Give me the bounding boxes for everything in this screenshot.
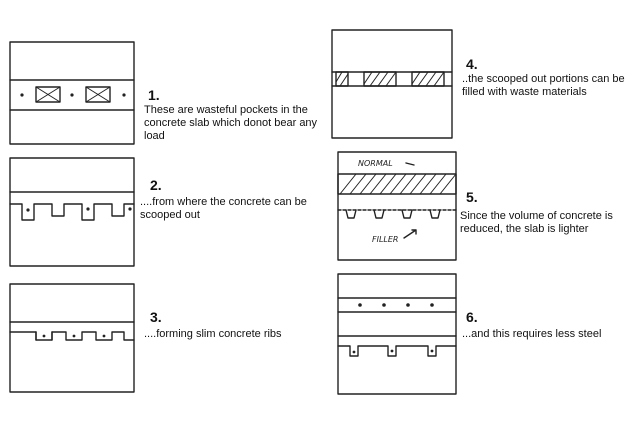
sketch-panel-4 (330, 28, 456, 140)
step-1-text: These are wasteful pockets in the concre… (144, 104, 318, 142)
step-4-number: 4. (466, 56, 478, 72)
sketch-panel-5: NORMAL FILLER (336, 150, 458, 262)
step-1-number: 1. (148, 87, 160, 103)
step-6-text: ...and this requires less steel (462, 328, 602, 340)
step-5-number: 5. (466, 189, 478, 205)
step-4-text: ..the scooped out portions can be filled… (462, 73, 625, 98)
filler-label: FILLER (372, 235, 399, 244)
step-3-number: 3. (150, 309, 162, 325)
step-5-text: Since the volume of concrete is reduced,… (460, 210, 613, 235)
step-2-number: 2. (150, 177, 162, 193)
sketch-panel-3 (8, 282, 138, 394)
step-6-number: 6. (466, 309, 478, 325)
sketch-panel-2 (8, 156, 138, 268)
step-2-text: ....from where the concrete can be scoop… (140, 196, 307, 221)
step-3-text: ....forming slim concrete ribs (144, 328, 282, 340)
sketch-panel-6 (336, 272, 458, 396)
sketch-panel-1 (8, 40, 138, 148)
normal-label: NORMAL (358, 159, 393, 168)
